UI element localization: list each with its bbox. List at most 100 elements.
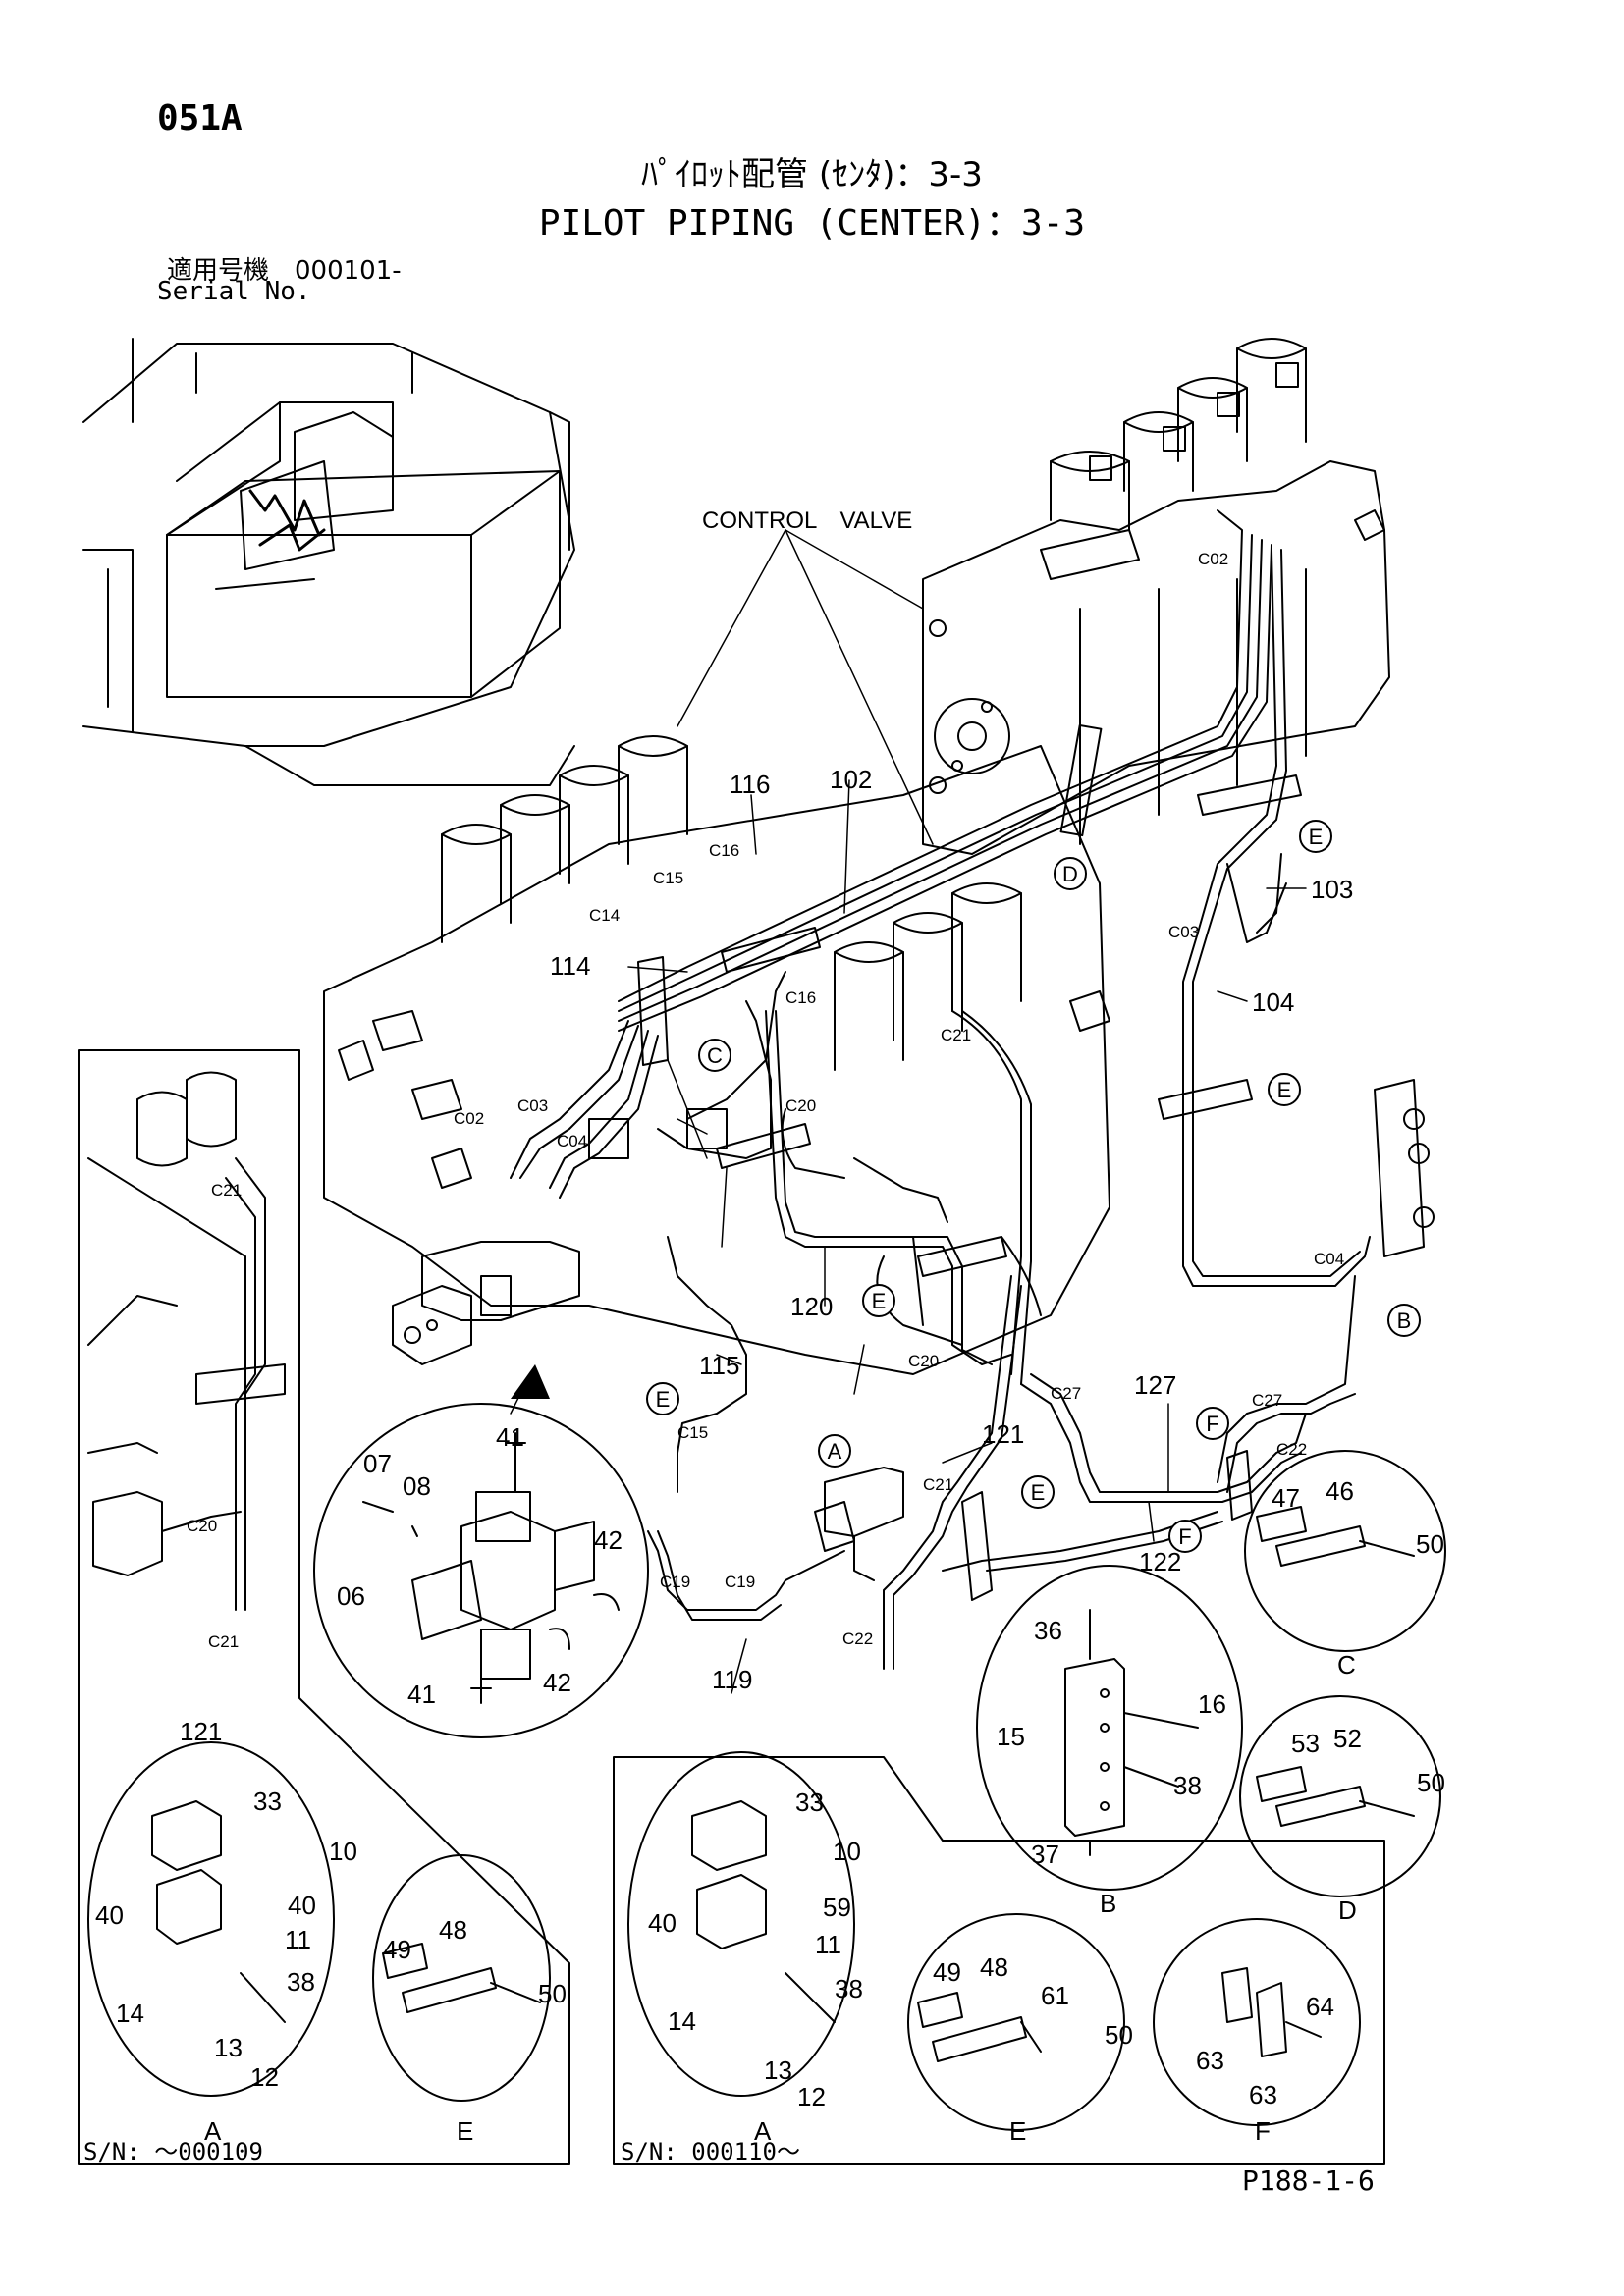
inset-left-frame (78, 1049, 570, 2165)
part-103: 103 (1311, 875, 1353, 904)
detail-d-part-53: 53 (1291, 1729, 1320, 1758)
inset-right-part-10: 10 (833, 1837, 861, 1866)
inset-left-part-50: 50 (538, 1979, 567, 2008)
conn-c02-top: C02 (1198, 550, 1228, 568)
conn-c20-mid: C20 (785, 1096, 816, 1115)
conn-c22-low: C22 (842, 1629, 873, 1648)
inset-right-part-14: 14 (668, 2006, 696, 2036)
conn-c20-inset: C20 (187, 1517, 217, 1535)
conn-c21-mid: C21 (941, 1026, 971, 1044)
conn-c15-low: C15 (677, 1423, 708, 1442)
inset-right-frame (613, 1751, 1385, 2165)
part-numbers-main: CONTROL VALVE 116 102 103 104 114 115 12… (550, 507, 1353, 1694)
detail-b-labels: 36 16 15 38 37 B (997, 1616, 1226, 1918)
inset-left-part-14: 14 (116, 1999, 144, 2028)
control-valve-upper (922, 338, 1390, 855)
inset-left-part-11: 11 (285, 1925, 311, 1954)
inset-left-part-38: 38 (287, 1967, 315, 1997)
inset-right-part-40: 40 (648, 1908, 677, 1938)
part-127: 127 (1134, 1370, 1176, 1400)
callout-a: A (828, 1439, 842, 1464)
detail-b-caption: B (1100, 1889, 1116, 1918)
conn-c19-right: C19 (725, 1573, 755, 1591)
part-114: 114 (550, 951, 590, 981)
callout-b: B (1397, 1308, 1412, 1333)
inset-right-part-11: 11 (815, 1930, 841, 1959)
view-callout-letters: D C E E E E E B A F F (656, 825, 1412, 1549)
inset-right-part-48: 48 (980, 1952, 1008, 1982)
inset-left-caption-a: A (204, 2116, 222, 2146)
callout-f-1: F (1206, 1412, 1218, 1436)
detail-valve-block (362, 1432, 620, 1704)
conn-c04-right: C04 (1314, 1250, 1344, 1268)
part-102: 102 (830, 765, 872, 794)
callout-c: C (707, 1043, 723, 1068)
serial-label-english: Serial No. (157, 277, 311, 306)
inset-right-part-63-left: 63 (1196, 2046, 1224, 2075)
inset-left-part-13: 13 (214, 2033, 243, 2062)
detail-part-41-low: 41 (407, 1680, 436, 1709)
conn-c04-left: C04 (557, 1132, 587, 1150)
inset-left-part-10: 10 (329, 1837, 357, 1866)
detail-b-part-38: 38 (1173, 1771, 1202, 1800)
conn-c19-left: C19 (660, 1573, 690, 1591)
part-119: 119 (712, 1665, 752, 1694)
inset-left-part-48: 48 (439, 1915, 467, 1945)
callout-e-2: E (1277, 1078, 1292, 1102)
inset-right-part-64: 64 (1306, 1992, 1334, 2021)
inset-right-part-63-low: 63 (1249, 2080, 1277, 2109)
inset-right-caption-f: F (1255, 2116, 1271, 2146)
detail-c-part-47: 47 (1272, 1483, 1300, 1513)
conn-c21-inset-top: C21 (211, 1181, 242, 1200)
callout-e-1: E (1309, 825, 1324, 849)
detail-b-part-16: 16 (1198, 1689, 1226, 1719)
inset-right-part-13: 13 (764, 2056, 792, 2085)
conn-c22-right: C22 (1276, 1440, 1307, 1459)
conn-c20-low: C20 (908, 1352, 939, 1370)
detail-c-caption: C (1337, 1650, 1356, 1680)
inset-right-labels: 33 10 59 40 11 38 14 13 12 A 49 48 61 50… (621, 1788, 1334, 2165)
leader-lines (627, 529, 1307, 1694)
inset-left-labels: 33 10 40 40 11 38 14 13 12 A 49 48 50 E … (83, 1787, 567, 2165)
inset-left-part-33: 33 (253, 1787, 282, 1816)
solenoid-valve-block-main (392, 1241, 904, 1581)
detail-d-part-50: 50 (1417, 1768, 1445, 1797)
detail-d-caption: D (1338, 1896, 1357, 1925)
control-valve-lower (323, 735, 1110, 1375)
part-115: 115 (699, 1351, 739, 1380)
conn-c27-mid: C27 (1051, 1384, 1081, 1403)
title-english: PILOT PIPING (CENTER)：3-3 (538, 203, 1086, 243)
control-valve-label: CONTROL VALVE (702, 507, 912, 534)
inset-right-part-12: 12 (797, 2082, 826, 2111)
detail-b-part-15: 15 (997, 1722, 1025, 1751)
view-callout-circles (646, 820, 1421, 1553)
detail-d-part-52: 52 (1333, 1724, 1362, 1753)
inset-right-serial-range: S/N: 000110～ (621, 2138, 800, 2165)
callout-d: D (1062, 862, 1078, 886)
inset-left-part-40-left: 40 (95, 1900, 124, 1930)
inset-right-caption-e: E (1009, 2116, 1026, 2146)
detail-part-07: 07 (363, 1449, 392, 1478)
detail-part-42-right: 42 (594, 1525, 623, 1555)
conn-c21-low: C21 (923, 1475, 953, 1494)
part-104: 104 (1252, 988, 1294, 1017)
inset-left-part-40-right: 40 (288, 1891, 316, 1920)
footer-page-reference: P188-1-6 (1242, 2164, 1375, 2197)
conn-c27-right: C27 (1252, 1391, 1282, 1410)
inset-right-part-33: 33 (795, 1788, 824, 1817)
view-arrow-triangle (511, 1364, 550, 1399)
conn-c16-mid: C16 (785, 988, 816, 1007)
conn-c16-top: C16 (709, 841, 739, 860)
detail-c-d-clamps (1256, 1506, 1415, 1827)
machine-overview-drawing (82, 338, 575, 786)
callout-e-4: E (872, 1289, 887, 1313)
conn-c14: C14 (589, 906, 620, 925)
callout-e-5: E (1031, 1480, 1046, 1505)
detail-b-part-36: 36 (1034, 1616, 1062, 1645)
part-116: 116 (730, 770, 770, 799)
conn-c03-left: C03 (517, 1096, 548, 1115)
part-120: 120 (790, 1292, 833, 1321)
detail-c-part-50: 50 (1416, 1529, 1444, 1559)
detail-c-d-labels: 47 46 50 C 53 52 50 D (1272, 1476, 1445, 1925)
